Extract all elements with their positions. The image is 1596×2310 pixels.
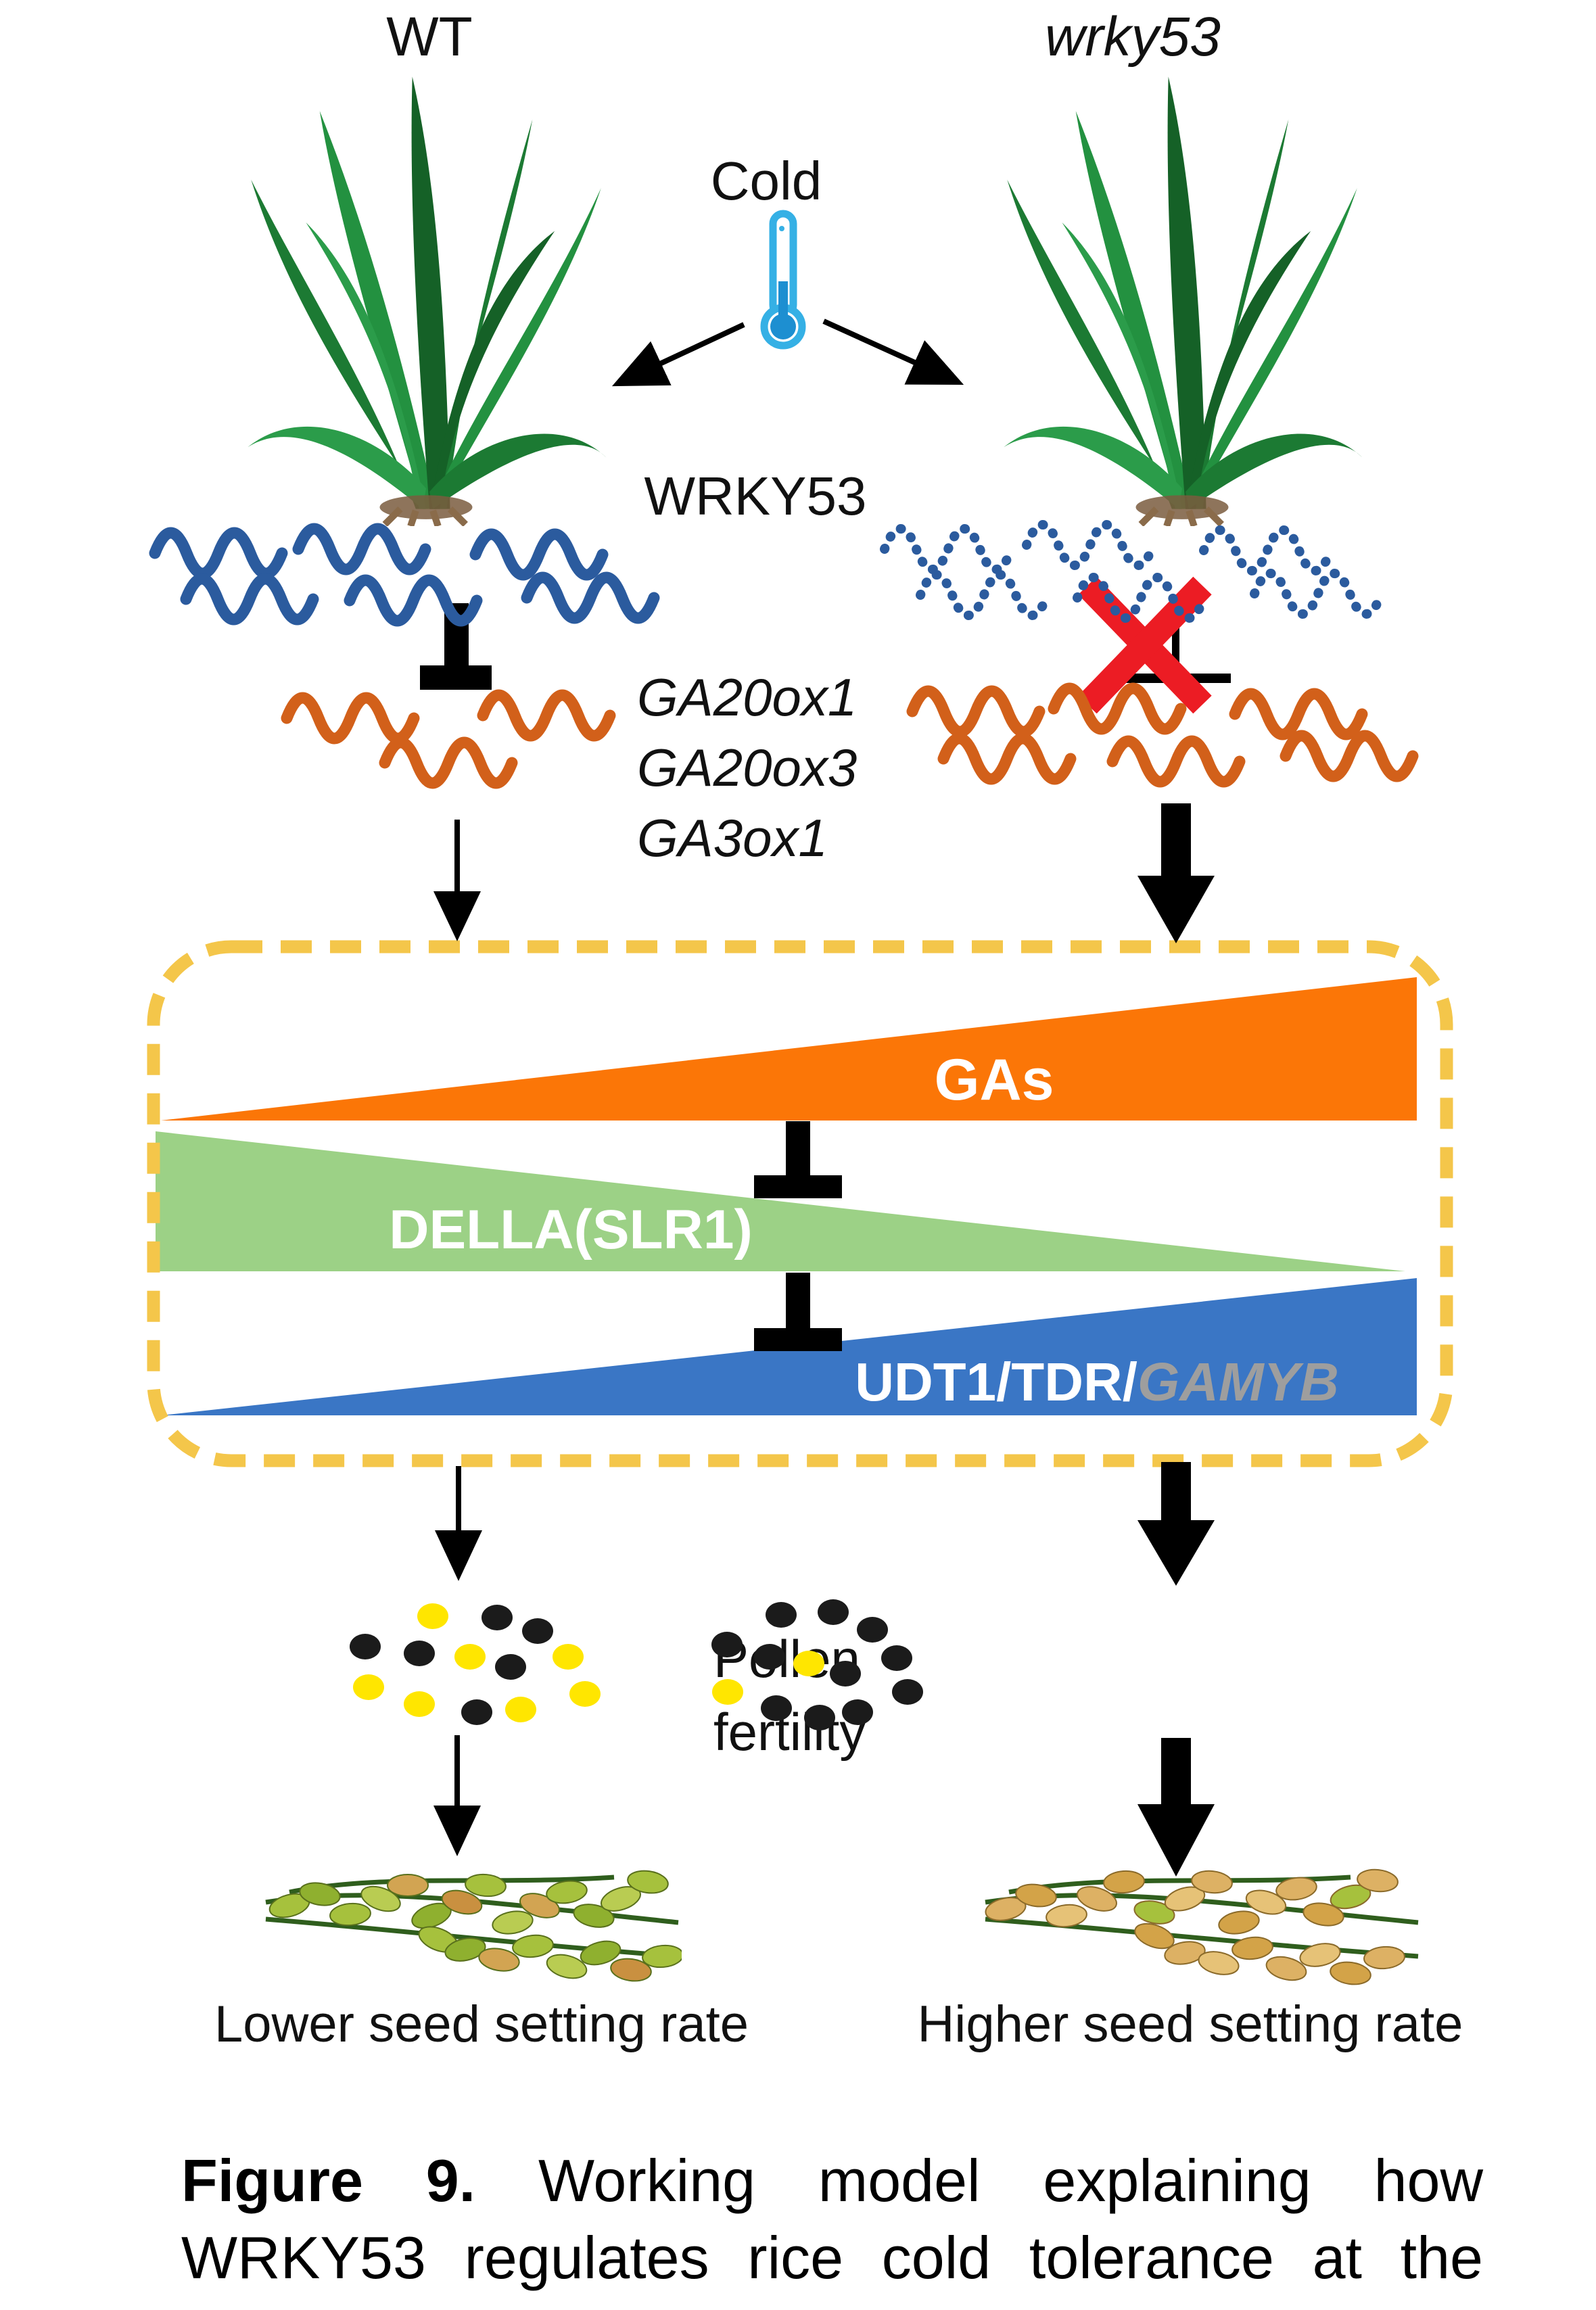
figure-caption-text: Working model explaining how WRKY53 regu… [181,2147,1483,2310]
mutant-arrow-to-pollen [1137,1462,1215,1586]
pollen-fertility-label-line1: Pollen [713,1629,860,1689]
mrna-waves-mutant-ga-mrna [906,682,1419,788]
mutant-arrow-to-box [1137,803,1215,943]
gamyb-text: GAMYB [1137,1352,1339,1412]
pollen-cluster-wt [350,1603,601,1725]
udt1-tdr-gamyb-label: UDT1/TDR/GAMYB [779,1351,1415,1413]
wt-arrow-to-box [433,820,481,941]
green-panicle-image [265,1870,682,1982]
higher-seed-setting-rate-label: Higher seed setting rate [917,1996,1463,2053]
wrky53-genotype-label: wrky53 [1045,6,1221,68]
wt-inhibition-tbar-icon [420,603,492,690]
mrna-waves-wt-wrky53-mrna [149,523,660,627]
wt-arrow-to-pollen [435,1466,482,1581]
rice-plant-wt-image [237,60,615,526]
golden-panicle-image [985,1868,1419,1985]
wt-arrow-to-panicle [433,1735,481,1856]
udt1-tdr-text: UDT1/TDR/ [855,1352,1137,1412]
ga20ox1-label: GA20ox1 [637,667,858,727]
ga3ox1-label: GA3ox1 [637,808,828,868]
thermometer-icon [760,210,806,350]
rice-plant-wrky53-image [993,60,1371,526]
wrky53-gene-label: WRKY53 [644,466,867,526]
wt-genotype-label: WT [386,6,473,68]
cold-label: Cold [710,151,822,211]
cold-arrow-left [611,322,745,387]
pollen-fertility-label-line2: fertility [713,1702,866,1762]
ga20ox3-label: GA20ox3 [637,738,858,797]
mrna-waves-wt-ga-mrna [281,689,616,789]
della-slr1-label: DELLA(SLR1) [389,1199,753,1260]
gas-label: GAs [934,1047,1054,1112]
mutant-blocked-inhibition-icon [1078,576,1231,714]
figure-caption-number: Figure 9. [181,2147,476,2214]
della-inhibits-udt-tbar-icon [754,1273,842,1351]
red-x-icon [1078,576,1212,714]
lower-seed-setting-rate-label: Lower seed setting rate [214,1996,749,2053]
gas-gradient-triangle [161,977,1417,1121]
cold-arrow-right [822,319,964,385]
gas-inhibits-della-tbar-icon [754,1121,842,1198]
figure-caption: Figure 9. Working model explaining how W… [181,2142,1483,2310]
mrna-waves-mutant-wrky53-mrna [880,520,1386,623]
